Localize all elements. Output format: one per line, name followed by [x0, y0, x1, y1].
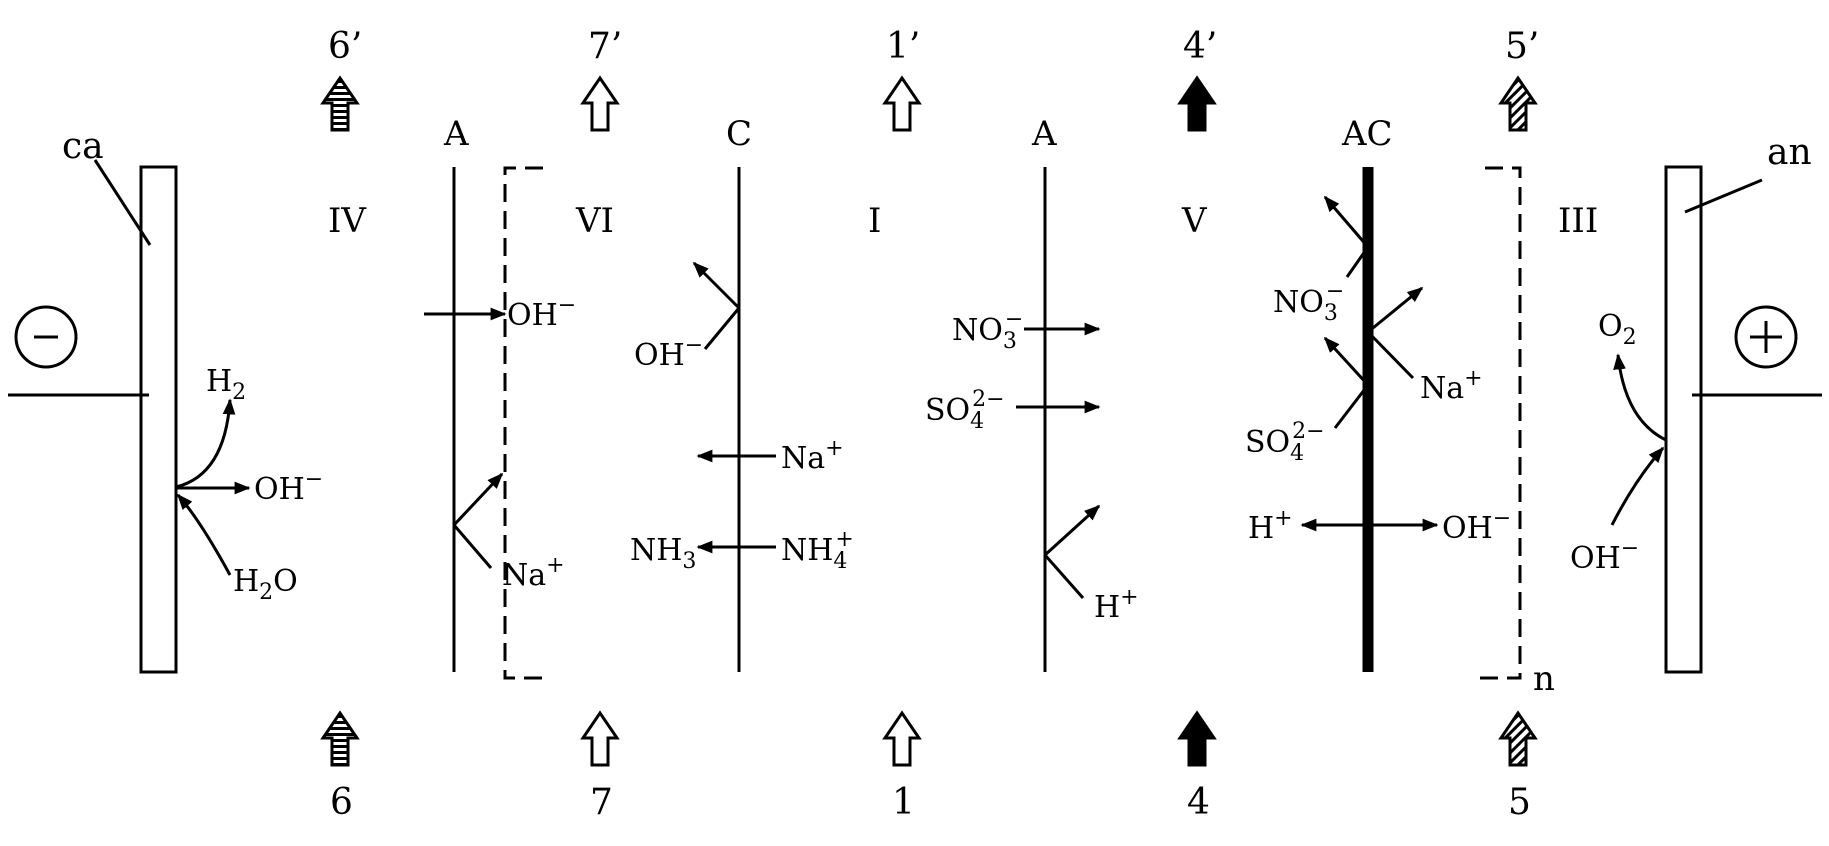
bipolar-membrane: AC NO3− Na+ SO42− H+ OH−: [1245, 114, 1511, 672]
outlet-arrow-1-icon: [883, 76, 921, 132]
flow-outlets: 6’ 7’ 1’ 4’ 5’: [321, 26, 1539, 132]
cathode-label: ca: [62, 126, 104, 167]
oh-anode-label: OH−: [1570, 536, 1639, 576]
na-a1-rebound-arrow: [452, 472, 504, 527]
no3-ac-rebound-arrow: [1323, 195, 1370, 248]
membrane-a1-label: A: [443, 114, 469, 154]
oh-anode-arrow: [1610, 446, 1665, 526]
oh-c-rebound-arrow: [692, 261, 741, 310]
h-a2-label: H+: [1094, 585, 1139, 625]
o2-label: O2: [1598, 309, 1637, 350]
compartment-i-label: I: [868, 201, 881, 241]
membrane-ac-label: AC: [1341, 114, 1393, 154]
compartment-iv-label: IV: [328, 201, 367, 241]
so4-ac-label: SO42−: [1245, 419, 1325, 466]
anode-plate: [1664, 165, 1703, 674]
so4-ac-entry-line: [1333, 384, 1370, 429]
na-ac-entry-line: [1366, 330, 1415, 380]
outlet-label-1: 1’: [886, 26, 920, 67]
anion-membrane-1: A OH− Na+: [424, 114, 576, 672]
h2-release-arrow: [175, 398, 236, 489]
h-a2-entry-line: [1043, 554, 1085, 599]
membrane-c-label: C: [726, 114, 752, 154]
compartment-v-label: V: [1181, 201, 1208, 241]
inlet-label-7: 7: [590, 782, 613, 823]
outlet-label-5: 5’: [1505, 26, 1539, 67]
outlet-label-6: 6’: [328, 26, 362, 67]
inlet-arrow-7-icon: [581, 711, 619, 767]
repeat-count-label: n: [1533, 659, 1555, 699]
outlet-arrow-6-icon: [321, 76, 359, 132]
inlet-label-1: 1: [892, 782, 915, 823]
h2-label: H2: [206, 364, 246, 405]
outlet-arrow-5-icon: [1499, 76, 1537, 132]
no3-ac-label: NO3−: [1273, 279, 1344, 326]
compartment-iii-label: III: [1558, 201, 1598, 241]
inlet-label-6: 6: [330, 782, 353, 823]
anode-pointer: [1684, 178, 1763, 214]
na-c-label: Na+: [781, 436, 844, 476]
so4-ac-rebound-arrow: [1323, 336, 1370, 387]
so4-a2-label: SO42−: [925, 387, 1005, 434]
inlet-arrow-6-icon: [321, 711, 359, 767]
compartment-vi-label: VI: [575, 201, 614, 241]
outlet-label-4: 4’: [1183, 26, 1217, 67]
plus-sign-icon: [1734, 305, 1798, 369]
cation-membrane: C OH− Na+ NH3 NH4+: [630, 114, 854, 672]
cathode: ca H2 OH− H2O: [8, 126, 323, 674]
anion-membrane-2: A NO3− SO42− H+: [925, 114, 1139, 672]
anode: an O2 OH−: [1570, 132, 1822, 674]
oh-ac-label: OH−: [1442, 506, 1511, 546]
na-a1-entry-line: [452, 524, 493, 569]
h2o-label: H2O: [233, 564, 298, 605]
nh4-label: NH4+: [781, 527, 854, 574]
anode-label: an: [1767, 132, 1812, 173]
outlet-arrow-4-icon: [1178, 76, 1216, 132]
minus-sign-icon: [14, 305, 78, 369]
h-a2-rebound-arrow: [1043, 504, 1101, 557]
outlet-label-7: 7’: [588, 26, 622, 67]
o2-release-arrow: [1613, 353, 1667, 442]
repeat-bracket-right: [1475, 166, 1522, 680]
membrane-a2-label: A: [1031, 114, 1057, 154]
no3-a2-label: NO3−: [952, 307, 1023, 354]
oh-c-entry-line: [703, 307, 741, 350]
inlet-arrow-5-icon: [1499, 711, 1537, 767]
outlet-arrow-7-icon: [581, 76, 619, 132]
nh3-label: NH3: [630, 533, 696, 574]
no3-ac-entry-line: [1345, 246, 1370, 278]
na-a1-label: Na+: [502, 553, 565, 593]
inlet-label-4: 4: [1187, 782, 1210, 823]
na-ac-rebound-arrow: [1367, 286, 1424, 334]
inlet-arrow-1-icon: [883, 711, 921, 767]
h-ac-label: H+: [1248, 506, 1293, 546]
inlet-arrow-4-icon: [1178, 711, 1216, 767]
oh-cathode-label: OH−: [254, 467, 323, 507]
na-ac-label: Na+: [1420, 366, 1483, 406]
repeat-bracket-left: [503, 166, 543, 680]
h2o-arrow: [176, 493, 232, 576]
cathode-pointer: [93, 159, 152, 246]
flow-inlets: 6 7 1 4 5: [321, 711, 1537, 823]
oh-a1-label: OH−: [507, 293, 576, 333]
oh-c-label: OH−: [634, 333, 703, 373]
cathode-plate: [139, 165, 178, 674]
inlet-label-5: 5: [1508, 782, 1531, 823]
